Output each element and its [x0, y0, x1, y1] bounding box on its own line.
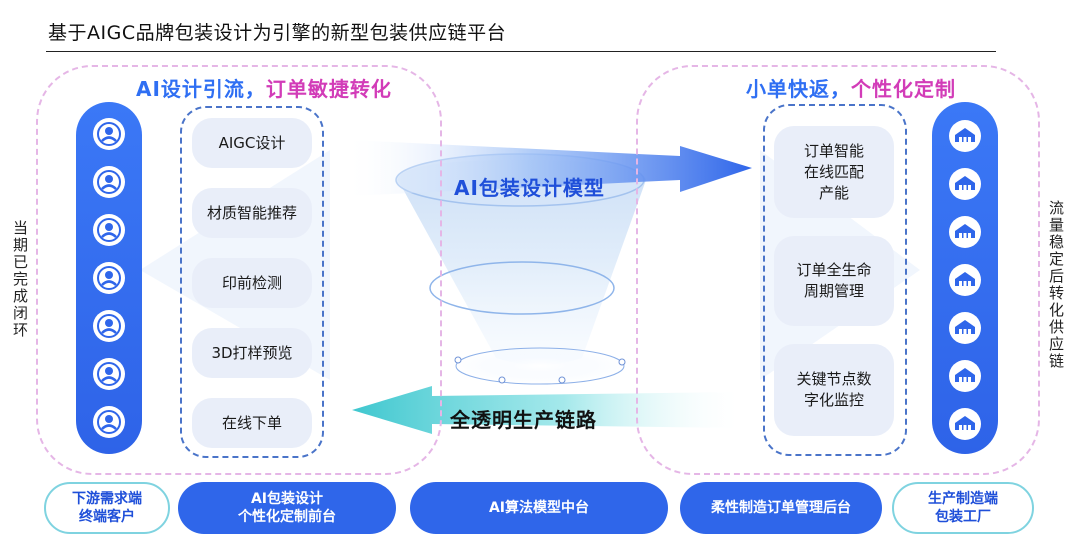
left-item-aigc-design: AIGC设计	[192, 118, 312, 168]
bottom-design-frontend: AI包装设计 个性化定制前台	[178, 482, 396, 534]
user-icon	[93, 358, 125, 390]
left-heading-part2: 订单敏捷转化	[265, 77, 392, 101]
left-item-material-recommend: 材质智能推荐	[192, 188, 312, 238]
model-label: AI包装设计模型	[454, 176, 605, 200]
funnel-mid-ring	[429, 261, 615, 315]
user-icon	[93, 118, 125, 150]
bottom-algorithm-middle-platform: AI算法模型中台	[410, 482, 668, 534]
ring-node	[498, 376, 506, 384]
user-icon	[93, 406, 125, 438]
ring-node	[558, 376, 566, 384]
ring-node	[618, 358, 626, 366]
right-section-heading: 小单快返，个性化定制	[740, 73, 962, 102]
factory-column	[932, 102, 998, 454]
left-item-online-order: 在线下单	[192, 398, 312, 448]
page-title: 基于AIGC品牌包装设计为引擎的新型包装供应链平台	[48, 22, 507, 44]
right-item-capacity-matching: 订单智能 在线匹配 产能	[774, 126, 894, 218]
factory-icon	[949, 408, 981, 440]
left-items-frame	[180, 106, 324, 458]
chain-label: 全透明生产链路	[450, 408, 597, 432]
left-item-prepress-check: 印前检测	[192, 258, 312, 308]
left-side-label: 当期已完成闭环	[11, 220, 29, 339]
user-icon	[93, 214, 125, 246]
user-icons-svg	[93, 118, 125, 438]
right-section-frame	[636, 65, 1040, 475]
factory-icon	[949, 168, 981, 200]
right-item-digital-monitoring: 关键节点数 字化监控	[774, 344, 894, 436]
left-section-frame	[36, 65, 442, 475]
funnel-bottom-ring	[455, 347, 625, 385]
user-icon	[93, 310, 125, 342]
right-items-frame	[763, 104, 907, 456]
user-column	[76, 102, 142, 454]
right-heading-part2: 个性化定制	[851, 77, 956, 101]
factory-icon	[949, 216, 981, 248]
right-arrow	[350, 140, 752, 196]
left-section-heading: AI设计引流，订单敏捷转化	[130, 73, 398, 102]
bottom-downstream-demand: 下游需求端 终端客户	[44, 482, 170, 534]
ring-node	[454, 356, 462, 364]
left-item-3d-proof-preview: 3D打样预览	[192, 328, 312, 378]
user-icon	[93, 166, 125, 198]
factory-icon	[949, 264, 981, 296]
bottom-order-management-backend: 柔性制造订单管理后台	[680, 482, 882, 534]
left-heading-part1: AI设计引流，	[136, 77, 266, 101]
right-item-lifecycle-management: 订单全生命 周期管理	[774, 236, 894, 326]
factory-icon	[949, 312, 981, 344]
factory-icon	[949, 120, 981, 152]
bottom-factory-production: 生产制造端 包装工厂	[892, 482, 1034, 534]
right-side-label: 流量稳定后转化供应链	[1047, 200, 1065, 370]
factory-icons-svg	[949, 120, 981, 440]
user-icon	[93, 262, 125, 294]
factory-icon	[949, 360, 981, 392]
right-heading-part1: 小单快返，	[746, 77, 851, 101]
title-divider	[46, 51, 996, 52]
